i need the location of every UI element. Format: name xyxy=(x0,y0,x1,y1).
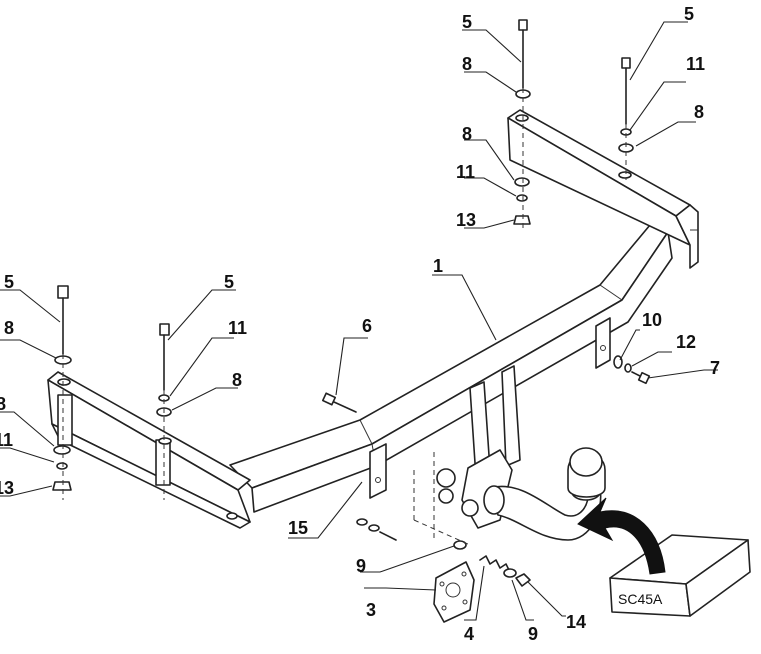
callout-11-right-upper: 11 xyxy=(686,54,705,74)
callout-8-left-lower: 8 xyxy=(0,394,6,414)
curved-arrow-icon xyxy=(577,497,666,575)
callout-13-right: 13 xyxy=(456,210,476,230)
bolt-6 xyxy=(321,392,357,413)
callout-14: 14 xyxy=(566,612,586,632)
callout-11-right: 11 xyxy=(456,162,475,182)
spring-and-fasteners xyxy=(356,518,531,587)
bolt-right-upper-1 xyxy=(518,19,528,89)
callout-9-left: 9 xyxy=(356,556,366,576)
callout-15: 15 xyxy=(288,518,308,538)
callout-13-left: 13 xyxy=(0,478,14,498)
callout-8-right-upper: 8 xyxy=(462,54,472,74)
callout-labels: 1 3 4 5 5 5 5 6 7 8 8 8 8 8 8 9 9 10 11 … xyxy=(0,4,720,644)
callout-11-left: 11 xyxy=(0,430,13,450)
callout-1: 1 xyxy=(433,256,443,276)
socket-plate xyxy=(433,561,475,623)
bolt-left-2 xyxy=(159,323,170,391)
callout-9-right: 9 xyxy=(528,624,538,644)
callout-12: 12 xyxy=(676,332,696,352)
bolt-left-1 xyxy=(57,285,69,355)
bolt-right-upper-2 xyxy=(621,57,631,125)
leader-lines xyxy=(0,21,718,621)
left-mounting-tab xyxy=(369,443,387,499)
tow-ball-assembly xyxy=(436,365,606,541)
callout-10: 10 xyxy=(642,310,662,330)
callout-3: 3 xyxy=(366,600,376,620)
callout-8-right: 8 xyxy=(694,102,704,122)
callout-4: 4 xyxy=(464,624,474,644)
callout-5-left-inner: 5 xyxy=(224,272,234,292)
left-side-bracket xyxy=(47,371,251,529)
callout-8-left: 8 xyxy=(4,318,14,338)
alignment-dashes xyxy=(62,88,627,546)
right-side-bracket xyxy=(507,109,699,269)
callout-8-right-lower: 8 xyxy=(462,124,472,144)
callout-5-left: 5 xyxy=(4,272,14,292)
callout-8-left-inner: 8 xyxy=(232,370,242,390)
box-label: SC45A xyxy=(618,591,663,607)
right-mounting-tab xyxy=(595,317,611,369)
washers-right xyxy=(513,89,634,225)
part-box: SC45A xyxy=(609,534,751,617)
callout-5-right: 5 xyxy=(684,4,694,24)
callout-5-right-upper: 5 xyxy=(462,12,472,32)
callout-6: 6 xyxy=(362,316,372,336)
callout-7: 7 xyxy=(710,358,720,378)
callout-11-left-inner: 11 xyxy=(228,318,247,338)
